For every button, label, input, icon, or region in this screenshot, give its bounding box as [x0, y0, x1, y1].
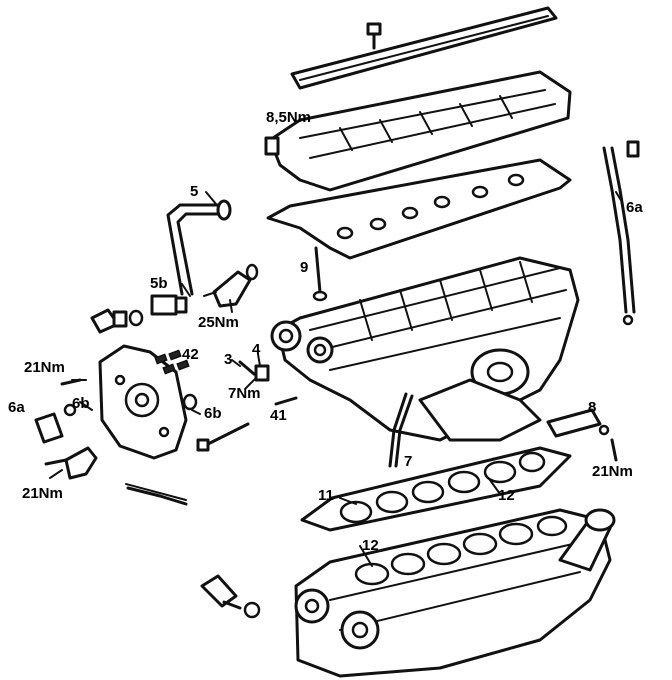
- label-item-8: 8: [588, 399, 596, 416]
- label-item-4: 4: [252, 341, 261, 358]
- screw: [196, 422, 250, 452]
- label-item-42: 42: [182, 346, 199, 363]
- label-item-6b-right: 6b: [204, 405, 222, 422]
- label-torque-25: 25Nm: [198, 314, 239, 331]
- parts-42: [154, 349, 190, 375]
- breather-pipe: [166, 199, 232, 296]
- label-item-12-bottom: 12: [362, 537, 379, 554]
- label-item-3: 3: [224, 351, 232, 368]
- engine-block: [294, 508, 616, 678]
- label-torque-8-5: 8,5Nm: [266, 109, 311, 126]
- bracket-lower-left: [44, 446, 98, 480]
- leader-lines: [49, 191, 623, 567]
- head-gasket: [300, 446, 572, 532]
- parts-3-4: [238, 360, 270, 382]
- left-side-parts: [34, 378, 198, 444]
- cam-cover-gasket: [266, 158, 572, 260]
- cylinder-head: [270, 256, 580, 442]
- label-item-6a-left: 6a: [8, 399, 25, 416]
- label-torque-7: 7Nm: [228, 385, 261, 402]
- label-item-11: 11: [318, 487, 334, 504]
- label-item-6a-right: 6a: [626, 199, 643, 216]
- label-item-12-top: 12: [498, 487, 515, 504]
- label-torque-21-left-top: 21Nm: [24, 359, 65, 376]
- side-bracket-8: [546, 408, 618, 462]
- label-item-41: 41: [270, 407, 287, 424]
- valve-cover: [290, 6, 558, 90]
- dipstick-guide: [602, 140, 640, 326]
- top-bolt: [366, 22, 382, 50]
- label-torque-21-right: 21Nm: [592, 463, 633, 480]
- camshaft-housing: [264, 70, 572, 192]
- label-item-7: 7: [404, 453, 412, 470]
- bolt-41: [274, 396, 298, 406]
- timing-cover: [98, 344, 188, 460]
- stud-9: [312, 246, 328, 302]
- label-torque-21-left-bottom: 21Nm: [22, 485, 63, 502]
- callout-labels: 8,5Nm 5 6a 9 5b 25Nm 21Nm 42 3 4 7Nm 41 …: [8, 109, 643, 554]
- oil-tube-7: [388, 392, 414, 468]
- chain-rail: [125, 483, 188, 506]
- label-item-6b-left: 6b: [72, 395, 90, 412]
- thermostat-elbow: [203, 263, 259, 308]
- label-item-5b-center: 5b: [150, 275, 168, 292]
- crank-plug: [200, 574, 261, 619]
- label-item-9: 9: [300, 259, 308, 276]
- hose-fittings: [90, 294, 188, 334]
- label-item-5: 5: [190, 183, 198, 200]
